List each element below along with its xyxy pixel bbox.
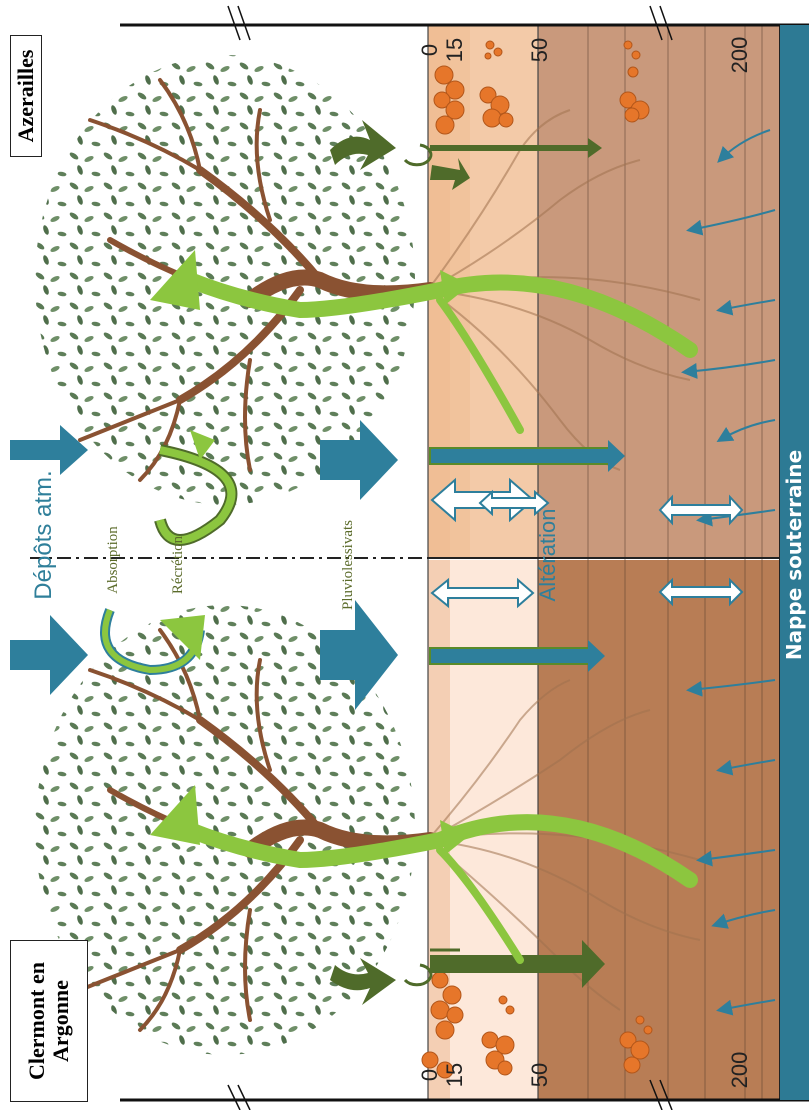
site-label-clermont: Clermont en Argonne [10, 940, 88, 1102]
label-throughfall: Pluviolessivats [340, 510, 360, 620]
depth-bottom-200: 200 [727, 1052, 753, 1089]
site-name-top: Azerailles [14, 50, 38, 143]
site-label-azerailles: Azerailles [10, 35, 42, 157]
label-recretion: Récrétion [170, 525, 190, 605]
label-absorption: Absorption [105, 515, 125, 605]
site-name-bottom: Clermont en Argonne [25, 946, 73, 1096]
depth-top-15: 15 [442, 38, 468, 62]
depth-bottom-15: 15 [442, 1063, 468, 1087]
depth-top-50: 50 [527, 38, 553, 62]
label-weathering: Altération [535, 485, 565, 625]
soil-profile-top [428, 25, 780, 558]
depth-top-0: 0 [417, 44, 443, 56]
site-name-bottom-line1: Clermont en [25, 946, 49, 1096]
depth-bottom-50: 50 [527, 1063, 553, 1087]
depth-bottom-0: 0 [417, 1069, 443, 1081]
groundwater-label: Nappe souterraine [782, 450, 806, 660]
depth-top-200: 200 [727, 37, 753, 74]
site-name-bottom-line2: Argonne [49, 946, 73, 1096]
label-deposits: Dépôts atm. [30, 460, 60, 610]
